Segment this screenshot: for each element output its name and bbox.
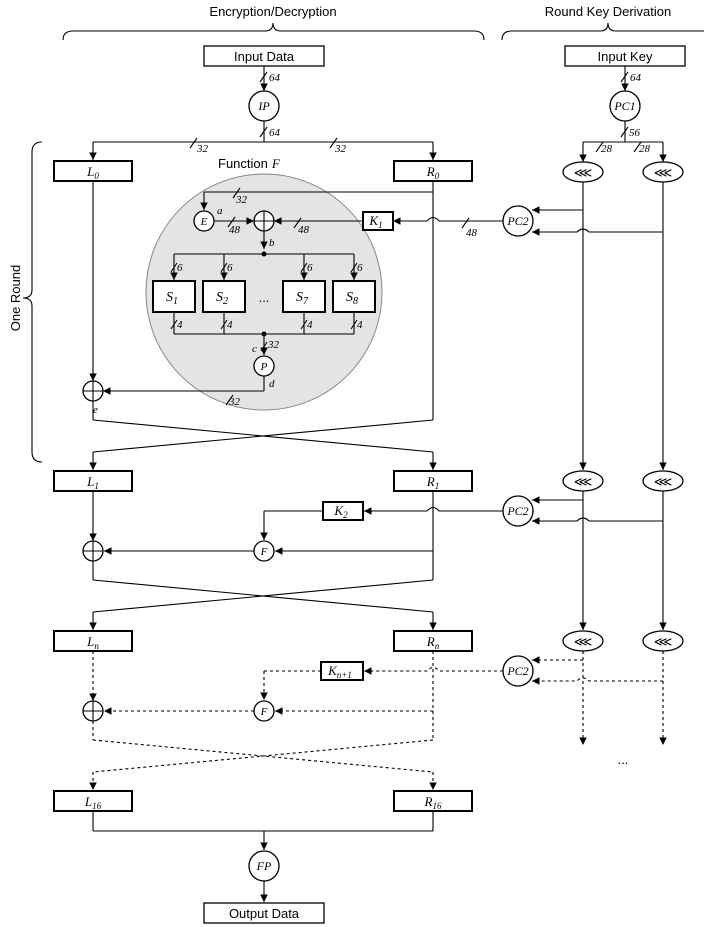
header-encryption-decryption: Encryption/Decryption	[209, 4, 336, 19]
bitwidth-s2-in: 6	[227, 262, 233, 274]
header-brace-right	[501, 22, 704, 41]
sbox-s7-label: S7	[296, 290, 309, 307]
bitwidth-key-in: 64	[630, 72, 642, 84]
pc1-label: PC1	[613, 99, 635, 113]
f-roundn-label: F	[260, 706, 268, 718]
sbox-s7	[282, 280, 326, 313]
l1-label: L1	[86, 474, 99, 491]
sbox-s2	[202, 280, 246, 313]
shift-c1-label: ⋘	[574, 474, 593, 489]
header-brace-left	[62, 22, 485, 41]
bitwidth-s1-in: 6	[177, 262, 183, 274]
ln-label: Ln	[86, 634, 99, 651]
header-round-key-derivation: Round Key Derivation	[545, 4, 671, 19]
l16-label: L16	[84, 794, 102, 811]
shift-c0-label: ⋘	[574, 165, 593, 180]
bitwidth-ip-out: 64	[269, 127, 281, 139]
rn-label: Rn	[426, 634, 440, 651]
bitwidth-e-in: 32	[235, 194, 248, 206]
output-data-label: Output Data	[229, 906, 300, 921]
bitwidth-d-right: 28	[639, 143, 651, 155]
bitwidth-c-left: 28	[601, 143, 613, 155]
output-data-box	[203, 902, 325, 924]
k2-label: K2	[333, 503, 348, 520]
r1-label: R1	[426, 474, 439, 491]
k1-label: K1	[368, 213, 382, 230]
pc2-roundn-operator	[502, 655, 534, 687]
e-label: E	[200, 216, 208, 228]
r0-label: R0	[426, 164, 440, 181]
key-continuation-ellipsis: ...	[618, 752, 629, 767]
fp-label: FP	[256, 859, 272, 873]
kn1-label: Kn+1	[327, 663, 352, 680]
sbox-s8-label: S8	[346, 290, 358, 307]
bitwidth-s8-in: 6	[357, 262, 363, 274]
pc2-round1-operator	[502, 205, 534, 237]
sbox-s2-label: S2	[216, 290, 228, 307]
r16-label: R16	[424, 794, 442, 811]
input-key-label: Input Key	[598, 49, 653, 64]
bitwidth-e-out: 48	[229, 224, 241, 236]
bitwidth-half-left: 32	[196, 143, 209, 155]
point-e: e	[93, 404, 98, 416]
function-f-region	[145, 173, 383, 411]
shift-cn-label: ⋘	[574, 634, 593, 649]
input-data-label: Input Data	[234, 49, 295, 64]
sbox-ellipsis: ...	[259, 290, 270, 305]
bitwidth-p-in: 32	[267, 339, 280, 351]
bitwidth-pc1-out: 56	[629, 127, 641, 139]
point-b: b	[269, 237, 275, 249]
f-round2-label: F	[260, 546, 268, 558]
one-round-brace	[22, 141, 43, 463]
one-round-label: One Round	[8, 265, 23, 332]
bitwidth-k-in: 48	[298, 224, 310, 236]
shift-dn-label: ⋘	[654, 634, 673, 649]
bitwidth-s7-out: 4	[307, 319, 313, 331]
point-c: c	[252, 343, 257, 355]
point-d: d	[269, 378, 275, 390]
p-label: P	[260, 361, 268, 373]
pc2-round2-operator	[502, 495, 534, 527]
bitwidth-s8-out: 4	[357, 319, 363, 331]
bitwidth-s2-out: 4	[227, 319, 233, 331]
shift-d0-label: ⋘	[654, 165, 673, 180]
shift-d1-label: ⋘	[654, 474, 673, 489]
pc2-roundn-label: PC2	[506, 664, 528, 678]
bitwidth-f-out: 32	[228, 396, 241, 408]
l0-label: L0	[86, 164, 99, 181]
bitwidth-s7-in: 6	[307, 262, 313, 274]
sbox-s1	[152, 280, 196, 313]
pc2-round2-label: PC2	[506, 504, 528, 518]
ip-label: IP	[257, 99, 270, 113]
pc2-round1-label: PC2	[506, 214, 528, 228]
point-a: a	[217, 205, 223, 217]
bitwidth-input: 64	[269, 72, 281, 84]
bitwidth-half-right: 32	[334, 143, 347, 155]
bitwidth-pc2-out: 48	[466, 227, 478, 239]
sbox-s1-label: S1	[166, 290, 178, 307]
bitwidth-s1-out: 4	[177, 319, 183, 331]
